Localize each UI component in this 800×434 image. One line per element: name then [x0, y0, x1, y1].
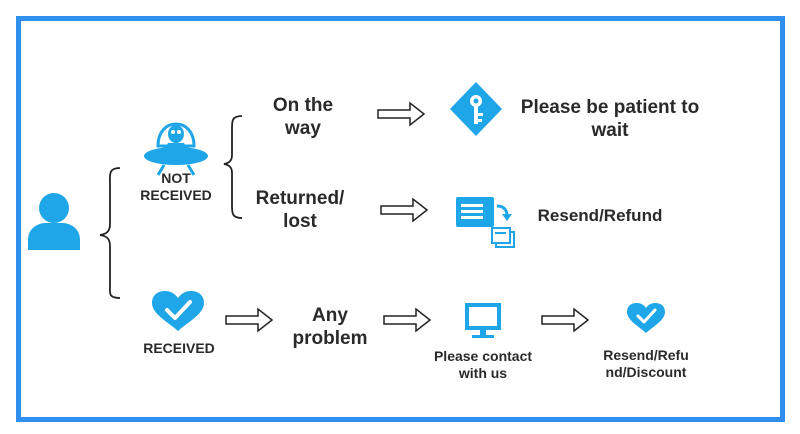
received-label: RECEIVED: [143, 340, 215, 356]
contact-us-label: Please contact with us: [433, 348, 533, 381]
not-received-label: NOT RECEIVED: [140, 170, 212, 203]
heart-check-icon: [152, 291, 204, 331]
main-brace: [99, 167, 121, 299]
not-received-brace: [223, 115, 243, 219]
monitor-icon: [465, 303, 501, 338]
on-the-way-label: On the way: [272, 95, 334, 139]
arrow-contact: [541, 307, 590, 333]
arrow-any-problem: [383, 307, 432, 333]
arrow-received: [225, 307, 274, 333]
returned-lost-label: Returned/ lost: [255, 188, 345, 232]
diagram-frame: [16, 16, 785, 422]
resend-document-icon: [456, 197, 515, 248]
patient-label: Please be patient to wait: [520, 97, 700, 141]
ufo-alien-icon: [144, 122, 208, 176]
arrow-returned: [380, 197, 429, 223]
key-diamond-icon: [450, 82, 502, 136]
resend-refund-discount-label: Resend/Refu nd/Discount: [603, 347, 689, 380]
resend-refund-label: Resend/Refund: [537, 206, 663, 225]
any-problem-label: Any problem: [292, 305, 368, 349]
user-icon: [28, 193, 80, 250]
arrow-on-the-way: [377, 101, 426, 127]
final-heart-check-icon: [627, 303, 665, 333]
